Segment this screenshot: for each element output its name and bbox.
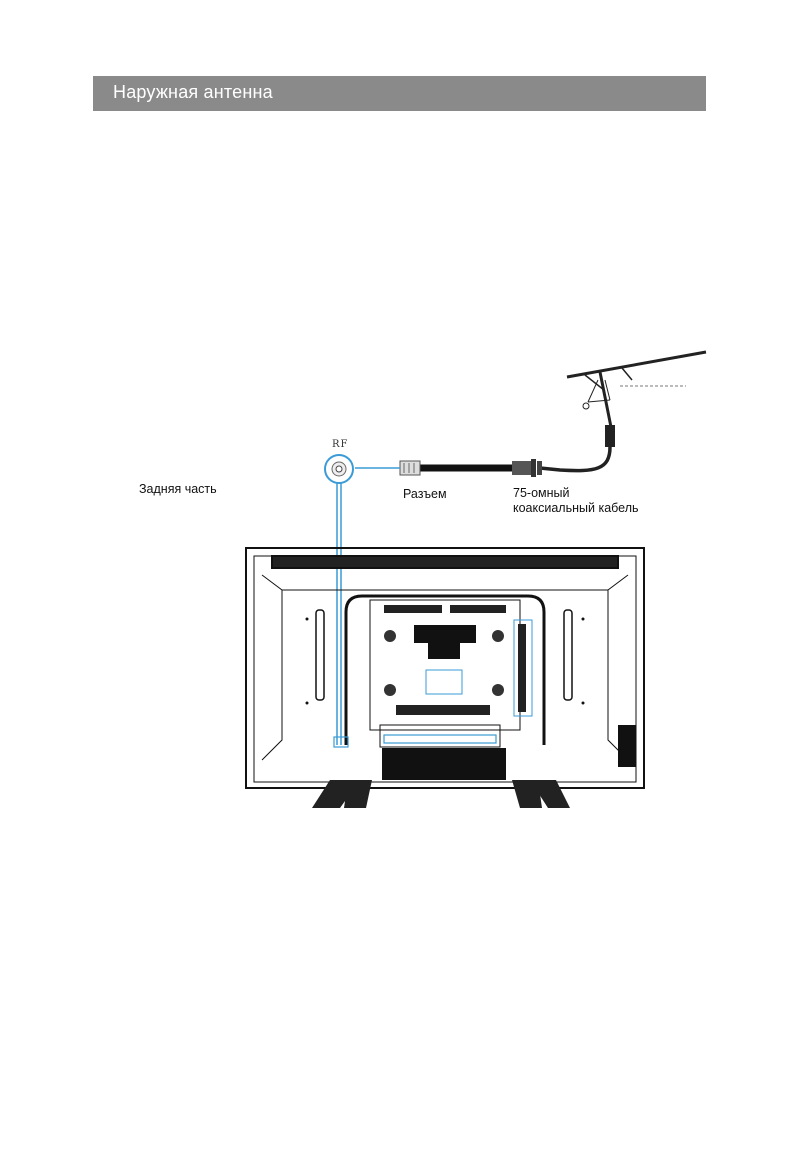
connector-icon [399,460,421,476]
connector-label: Разъем [403,487,447,501]
back-side-label: Задняя часть [139,482,217,496]
tv-stand-right-icon [512,780,570,808]
section-title: Наружная антенна [113,82,273,102]
rf-label: RF [332,439,349,450]
coaxial-cable-icon [420,446,612,477]
antenna-icon [566,350,707,447]
rf-port-icon [324,454,354,484]
tv-back-panel-icon [245,547,645,789]
cable-label-line1: 75-омный [513,486,570,500]
tv-stand-left-icon [312,780,372,808]
section-header: Наружная антенна [93,76,706,111]
cable-label-line2: коаксиальный кабель [513,501,639,515]
